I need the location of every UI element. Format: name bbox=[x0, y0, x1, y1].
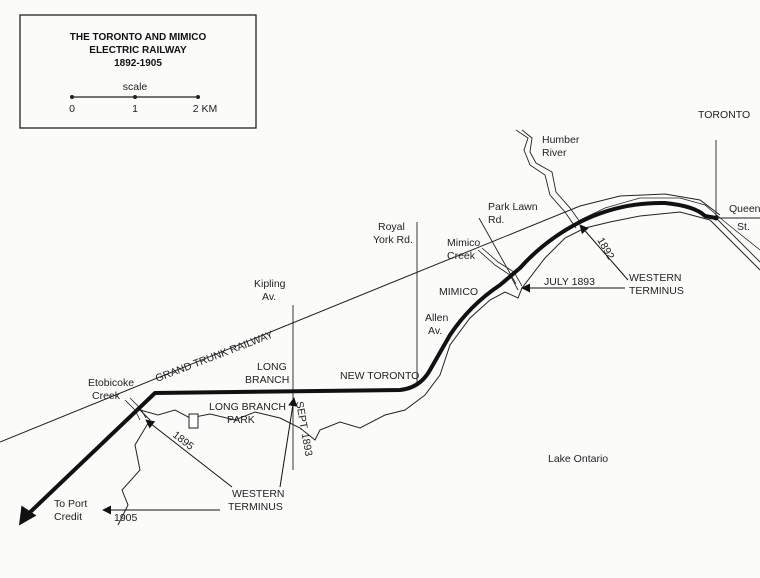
scale-tick-1: 1 bbox=[132, 103, 138, 115]
label-terminus-1: TERMINUS bbox=[629, 285, 684, 297]
label-mimico-creek-2: Creek bbox=[447, 250, 476, 262]
label-toronto: TORONTO bbox=[698, 109, 750, 121]
label-long: LONG bbox=[257, 361, 287, 373]
humber-river bbox=[515, 129, 581, 229]
label-terminus-2: TERMINUS bbox=[228, 501, 283, 513]
label-1892: 1892 bbox=[594, 236, 616, 262]
legend-title: THE TORONTO AND MIMICO bbox=[70, 32, 207, 43]
label-mimico: MIMICO bbox=[439, 286, 478, 298]
label-allen-av: Av. bbox=[428, 325, 442, 337]
label-river: River bbox=[542, 147, 567, 159]
label-sept-1893: SEPT. 1893 bbox=[293, 400, 314, 457]
label-long-branch-park: LONG BRANCH bbox=[209, 401, 286, 413]
scale-tick-0: 0 bbox=[69, 103, 75, 115]
label-york-rd: York Rd. bbox=[373, 234, 413, 246]
label-etobicoke: Etobicoke bbox=[88, 377, 134, 389]
label-park-lawn-rd: Rd. bbox=[488, 214, 504, 226]
label-park: PARK bbox=[227, 414, 255, 426]
label-western-2: WESTERN bbox=[232, 488, 285, 500]
legend-subtitle: ELECTRIC RAILWAY bbox=[89, 45, 187, 56]
label-western-1: WESTERN bbox=[629, 272, 682, 284]
grand-trunk-railway bbox=[0, 193, 721, 443]
label-new-toronto: NEW TORONTO bbox=[340, 370, 419, 382]
label-kipling: Kipling bbox=[254, 278, 286, 290]
label-humber: Humber bbox=[542, 134, 580, 146]
queen-street-diagonal bbox=[715, 217, 760, 263]
legend-box bbox=[19, 14, 257, 129]
arrow-1895 bbox=[145, 419, 233, 488]
label-st: St. bbox=[737, 221, 750, 233]
label-to-port: To Port bbox=[54, 498, 87, 510]
scale-label: scale bbox=[123, 81, 148, 93]
label-july-1893: JULY 1893 bbox=[544, 276, 595, 288]
label-lake-ontario: Lake Ontario bbox=[548, 453, 608, 465]
label-credit: Credit bbox=[54, 511, 82, 523]
shoreline-inner bbox=[579, 197, 760, 251]
toronto-mimico-electric-railway bbox=[22, 200, 717, 520]
label-etobicoke-creek: Creek bbox=[92, 390, 121, 402]
label-1905: 1905 bbox=[114, 512, 138, 524]
label-branch: BRANCH bbox=[245, 374, 289, 386]
arrow-1892 bbox=[579, 224, 629, 281]
long-branch-park-building bbox=[188, 413, 199, 429]
label-mimico-creek-1: Mimico bbox=[447, 237, 480, 249]
park-lawn-road bbox=[478, 217, 517, 285]
label-queen: Queen bbox=[729, 203, 760, 215]
label-allen: Allen bbox=[425, 312, 449, 324]
label-park-lawn: Park Lawn bbox=[488, 201, 538, 213]
legend-years: 1892-1905 bbox=[114, 58, 162, 69]
scale-tick-2: 2 KM bbox=[193, 103, 218, 115]
arrow-sept-1893 bbox=[279, 397, 298, 488]
label-royal: Royal bbox=[378, 221, 405, 233]
label-kipling-av: Av. bbox=[262, 291, 276, 303]
shoreline bbox=[117, 211, 760, 526]
